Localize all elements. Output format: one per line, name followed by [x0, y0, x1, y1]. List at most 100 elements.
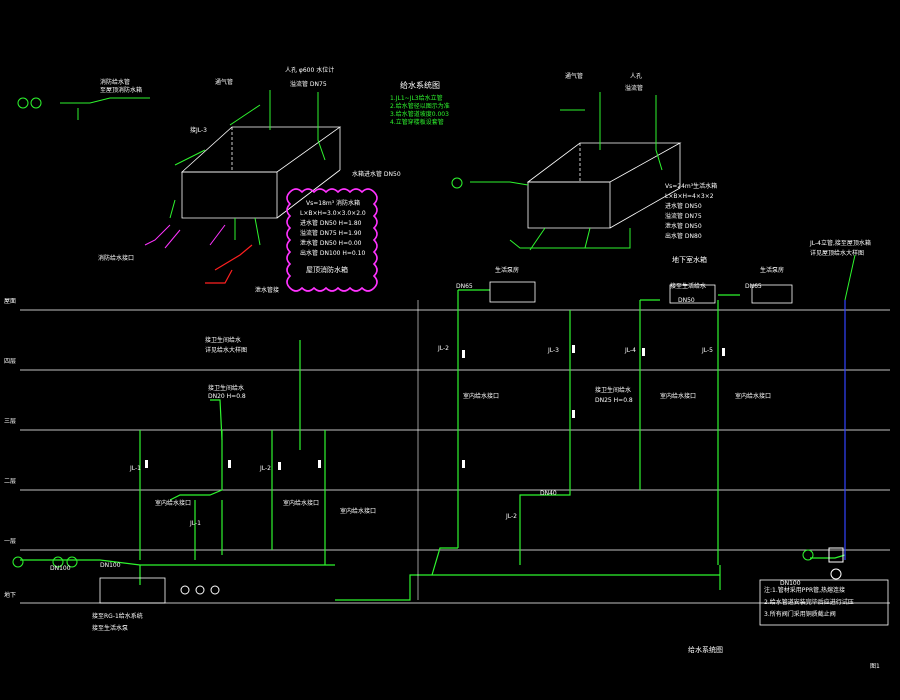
svg-text:Vs=18m³ 消防水箱: Vs=18m³ 消防水箱	[306, 199, 360, 207]
svg-text:进水管 DN50: 进水管 DN50	[665, 202, 702, 210]
svg-text:溢流管 DN75: 溢流管 DN75	[290, 80, 327, 88]
note-box: 注:1.管材采用PPR管,热熔连接 2.给水管道安装完毕后应进行试压 3.所有阀…	[759, 579, 889, 626]
page-mark: 图1	[870, 663, 880, 670]
right-top-note: JL-4立管,接至屋顶水箱 详见屋顶给水大样图	[809, 239, 871, 257]
right-top-note-line1: JL-4立管,接至屋顶水箱	[809, 239, 871, 247]
svg-text:溢流管 DN75 H=1.90: 溢流管 DN75 H=1.90	[300, 229, 362, 237]
svg-text:进水管 DN50 H=1.80: 进水管 DN50 H=1.80	[300, 219, 362, 227]
top-note-title: 给水系统图	[400, 80, 440, 90]
svg-text:地下: 地下	[4, 591, 16, 599]
svg-text:屋面: 屋面	[4, 298, 16, 305]
svg-text:L×B×H=4×3×2: L×B×H=4×3×2	[665, 193, 714, 200]
bottom-title: 给水系统图	[688, 645, 723, 654]
svg-text:DN100: DN100	[100, 562, 121, 569]
fixture-label-b: 室内给水接口	[283, 499, 319, 507]
left-top-gauges	[17, 97, 42, 109]
fixture-label-d: 室内给水接口	[463, 392, 499, 400]
main-supply-line	[20, 289, 846, 601]
svg-text:DN20 H=0.8: DN20 H=0.8	[208, 393, 246, 400]
mid-note-1: 接卫生间给水	[205, 336, 241, 344]
svg-text:生活泵房: 生活泵房	[760, 266, 784, 274]
top-note-line: 2.给水管径以图示为准	[390, 102, 450, 110]
left-spec-cloud	[286, 188, 378, 292]
svg-text:DN100: DN100	[780, 580, 801, 587]
svg-text:通气管: 通气管	[565, 72, 583, 80]
right-drawing-title: 地下室水箱	[672, 255, 707, 264]
svg-text:DN65: DN65	[456, 283, 473, 290]
svg-text:泄水管接: 泄水管接	[255, 286, 279, 294]
bottom-left-note: 接至RG-1给水系统 接至生活水泵	[92, 612, 143, 632]
svg-text:接至生活给水: 接至生活给水	[670, 282, 706, 290]
pump-icon	[180, 585, 190, 595]
svg-text:L×B×H=3.0×3.0×2.0: L×B×H=3.0×3.0×2.0	[300, 210, 366, 217]
meter-icon	[30, 97, 42, 109]
valve-icon	[830, 568, 842, 580]
left-spec-lines: Vs=18m³ 消防水箱 L×B×H=3.0×3.0×2.0 进水管 DN50 …	[300, 199, 366, 257]
top-notes: 给水系统图 1.JL1~JL3给水立管 2.给水管径以图示为准 3.给水管道坡度…	[390, 80, 450, 126]
svg-text:通气管: 通气管	[215, 78, 233, 86]
right-top-note-line2: 详见屋顶给水大样图	[810, 249, 864, 257]
svg-text:人孔 φ600 水位计: 人孔 φ600 水位计	[285, 66, 334, 74]
meter-icon	[802, 549, 814, 561]
left-tank-tag: 接JL-3	[190, 126, 207, 134]
right-roof-tank	[526, 142, 682, 229]
svg-text:溢流管: 溢流管	[625, 84, 643, 92]
right-tank-pipes	[470, 92, 663, 251]
pump-icon	[195, 585, 205, 595]
svg-text:一层: 一层	[4, 538, 16, 545]
check-valve-icon	[828, 547, 844, 563]
valve-icon	[12, 556, 24, 568]
left-tank-red-pipes	[205, 244, 253, 284]
svg-text:出水管 DN80: 出水管 DN80	[665, 232, 702, 240]
left-tank-pipes	[60, 90, 326, 246]
note-line-2: 2.给水管道安装完毕后应进行试压	[764, 598, 854, 606]
svg-text:JL-5: JL-5	[701, 347, 713, 354]
svg-text:人孔: 人孔	[630, 72, 642, 80]
fixture-label-a: 室内给水接口	[155, 499, 191, 507]
left-tank-magenta-pipes	[144, 224, 226, 249]
svg-text:水箱进水管 DN50: 水箱进水管 DN50	[352, 170, 401, 178]
svg-text:JL-1: JL-1	[189, 520, 201, 527]
svg-text:泄水管 DN50: 泄水管 DN50	[665, 222, 702, 230]
svg-text:二层: 二层	[4, 478, 16, 485]
svg-text:JL-1: JL-1	[129, 465, 141, 472]
green-risers	[139, 290, 719, 576]
svg-text:泄水管 DN50 H=0.00: 泄水管 DN50 H=0.00	[300, 239, 362, 247]
svg-text:DN100: DN100	[50, 565, 71, 572]
top-note-line: 4.立管穿楼板设套管	[390, 118, 444, 126]
svg-text:JL-2: JL-2	[437, 345, 449, 352]
svg-text:接卫生间给水: 接卫生间给水	[208, 384, 244, 392]
svg-text:室内给水接口: 室内给水接口	[660, 392, 696, 400]
bottom-left-note-text: 接至RG-1给水系统	[92, 612, 143, 620]
top-note-line: 1.JL1~JL3给水立管	[390, 94, 443, 102]
svg-text:消防给水管: 消防给水管	[100, 78, 130, 86]
svg-text:接卫生间给水: 接卫生间给水	[595, 386, 631, 394]
svg-text:四层: 四层	[4, 358, 16, 365]
right-bottom-devices	[802, 547, 844, 580]
meter-icon	[17, 97, 29, 109]
svg-text:出水管 DN100 H=0.10: 出水管 DN100 H=0.10	[300, 249, 365, 257]
left-inlet-note: 消防给水接口	[98, 254, 134, 262]
svg-text:JL-2: JL-2	[259, 465, 271, 472]
svg-text:至屋顶消防水箱: 至屋顶消防水箱	[100, 86, 142, 94]
svg-text:生活泵房: 生活泵房	[495, 266, 519, 274]
svg-text:三层: 三层	[4, 418, 16, 425]
mid-note-2: 详见给水大样图	[205, 346, 247, 354]
floor-level-tags: 屋面 四层 三层 二层 一层 地下	[4, 298, 16, 599]
meter-icon	[66, 556, 78, 568]
left-drawing-title: 屋顶消防水箱	[306, 265, 348, 274]
left-tank-annotations: 接JL-3 通气管 人孔 φ600 水位计 溢流管 DN75 水箱进水管 DN5…	[98, 66, 401, 294]
svg-text:JL-2: JL-2	[505, 513, 517, 520]
svg-text:DN25 H=0.8: DN25 H=0.8	[595, 397, 633, 404]
blue-riser-leader	[844, 254, 856, 301]
pump-room	[12, 556, 220, 604]
right-top-gauges	[451, 177, 463, 189]
note-line-3: 3.所有阀门采用铜质截止阀	[764, 610, 836, 618]
note-line-1: 注:1.管材采用PPR管,热熔连接	[764, 586, 845, 594]
svg-text:Vs=24m³生活水箱: Vs=24m³生活水箱	[665, 182, 717, 190]
svg-text:溢流管 DN75: 溢流管 DN75	[665, 212, 702, 220]
right-tank-annotations: 通气管 人孔 溢流管 Vs=24m³生活水箱 L×B×H=4×3×2 进水管 D…	[565, 72, 717, 240]
meter-icon	[451, 177, 463, 189]
